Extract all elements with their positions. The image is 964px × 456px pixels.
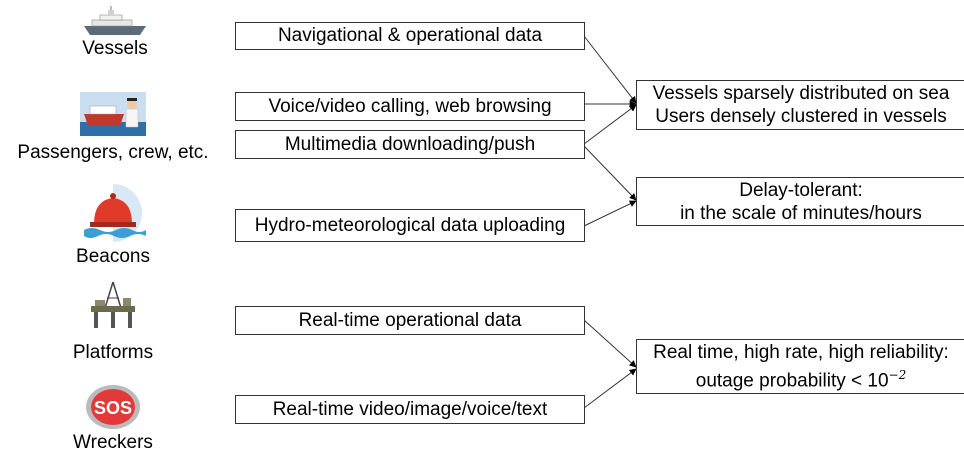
requirement-line: in the scale of minutes/hours <box>680 202 922 224</box>
connector-1 <box>583 35 637 104</box>
requirement-line: Real time, high rate, high reliability: <box>653 341 949 363</box>
requirement-box-delay-tolerant: Delay-tolerant: in the scale of minutes/… <box>636 177 964 226</box>
entity-vessels: Vessels <box>60 6 170 60</box>
outage-text: outage probability < 10 <box>695 370 889 392</box>
requirement-line: Users densely clustered in vessels <box>655 106 947 127</box>
oil-platform-icon <box>91 281 135 328</box>
passenger-ship-icon <box>80 92 146 136</box>
requirement-box-realtime: Real time, high rate, high reliability: … <box>636 339 964 394</box>
entity-label: Platforms <box>72 342 154 363</box>
requirement-line: Vessels sparsely distributed on sea <box>652 83 950 104</box>
service-box-multimedia: Multimedia downloading/push <box>235 130 585 159</box>
service-box-voice-video: Voice/video calling, web browsing <box>235 92 585 121</box>
connector-7 <box>583 368 637 409</box>
entity-label: Vessels <box>82 38 148 59</box>
service-box-hydro-meteorological: Hydro-meteorological data uploading <box>235 209 585 242</box>
entity-beacons: Beacons <box>58 182 168 268</box>
requirement-box-distribution: Vessels sparsely distributed on sea User… <box>636 80 964 130</box>
service-box-navigational: Navigational & operational data <box>235 22 585 50</box>
entity-platforms: Platforms <box>58 280 168 364</box>
sos-icon: SOS <box>86 385 140 429</box>
service-box-realtime-operational: Real-time operational data <box>235 306 585 335</box>
requirement-line-outage: outage probability < 10−2 <box>696 364 907 392</box>
connector-4 <box>583 145 637 201</box>
entity-label: Passengers, crew, etc. <box>17 142 209 163</box>
outage-exponent: −2 <box>888 367 907 382</box>
entity-wreckers: SOS Wreckers <box>58 384 168 454</box>
ship-icon <box>84 6 146 35</box>
entity-label: Wreckers <box>73 432 153 453</box>
entity-label: Beacons <box>76 246 150 267</box>
svg-text:SOS: SOS <box>94 398 132 418</box>
requirement-line: Delay-tolerant: <box>739 179 863 201</box>
connector-6 <box>583 319 637 368</box>
connector-5 <box>583 200 637 227</box>
buoy-icon <box>84 184 146 242</box>
service-box-realtime-media: Real-time video/image/voice/text <box>235 395 585 424</box>
connector-3 <box>583 104 637 145</box>
entity-passengers: Passengers, crew, etc. <box>0 92 226 164</box>
